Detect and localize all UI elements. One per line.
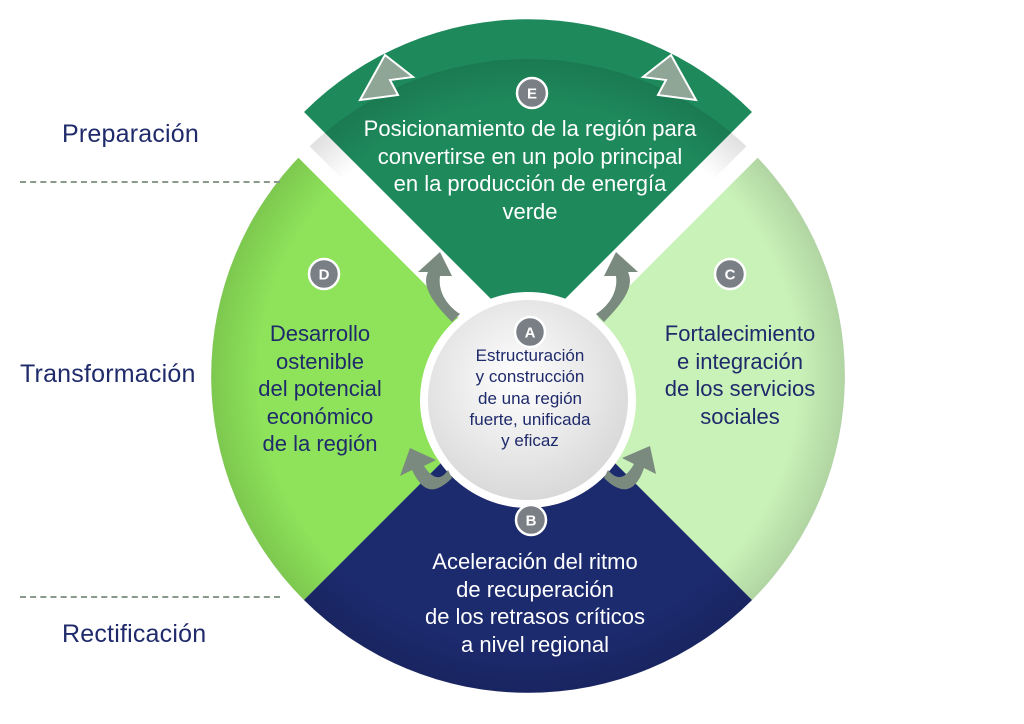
badge-c: C <box>713 257 747 291</box>
svg-text:D: D <box>319 267 330 284</box>
segment-d-text: Desarrollo ostenible del potencial econó… <box>258 321 382 456</box>
stage-divider-bottom <box>20 596 280 598</box>
arrow-to-c-icon <box>604 446 656 490</box>
badge-a: A <box>513 315 547 349</box>
svg-text:E: E <box>527 86 537 103</box>
stage-label-rectification: Rectificación <box>62 620 207 648</box>
arrow-up-left-icon <box>358 53 416 102</box>
segment-c-text: Fortalecimiento e integración de los ser… <box>664 321 816 429</box>
svg-text:C: C <box>725 267 736 284</box>
arrow-to-e-right-icon <box>596 252 638 322</box>
svg-text:A: A <box>525 325 536 342</box>
segment-a-text: Estructuración y construcción de una reg… <box>469 346 591 450</box>
badge-e: E <box>515 76 549 110</box>
arrow-to-d-icon <box>400 448 452 490</box>
stage-divider-top <box>20 181 280 183</box>
svg-text:B: B <box>526 513 537 530</box>
badge-d: D <box>307 257 341 291</box>
stage-label-transformation: Transformación <box>20 360 196 388</box>
badge-b: B <box>514 503 548 537</box>
segment-e-text: Posicionamiento de la región para conver… <box>363 116 697 224</box>
segment-b-text: Aceleración del ritmo de recuperación de… <box>424 549 646 657</box>
center-circle <box>428 300 628 500</box>
arrow-to-e-left-icon <box>418 252 460 322</box>
stage-label-preparation: Preparación <box>62 120 200 148</box>
arrow-up-right-icon <box>640 53 698 102</box>
